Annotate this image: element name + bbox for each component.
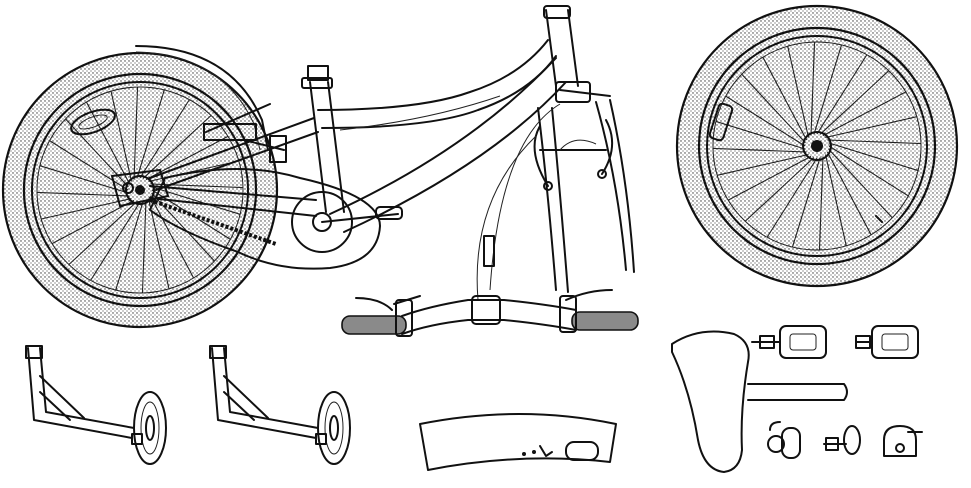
pedal-left [751, 325, 827, 359]
spoke [828, 148, 893, 219]
spoke [147, 198, 170, 289]
spoke [85, 101, 131, 185]
spoke [110, 91, 133, 182]
spoke [824, 154, 847, 246]
saddle [671, 330, 848, 473]
spoke [41, 197, 132, 220]
spoke [142, 115, 212, 179]
spoke [37, 191, 130, 197]
spoke [816, 54, 868, 135]
spoke [762, 56, 808, 141]
spoke [810, 42, 816, 136]
rear-brake [203, 103, 287, 163]
spoke [90, 201, 141, 281]
spoke [68, 201, 138, 265]
spoke [741, 73, 806, 144]
spoke [827, 139, 921, 145]
spoke [828, 145, 909, 197]
spoke [813, 44, 843, 135]
handlebar [341, 289, 639, 337]
spoke [713, 147, 807, 153]
spoke [717, 153, 809, 176]
pedal-right [855, 325, 919, 359]
spoke [744, 157, 815, 222]
reflector-bolt-1 [767, 421, 801, 459]
bell [883, 425, 923, 457]
rear-fender [135, 45, 269, 151]
spoke [787, 46, 810, 138]
left-grip [341, 315, 407, 335]
spoke [826, 151, 872, 236]
reflector-bolt-2 [823, 425, 861, 455]
spoke [49, 140, 129, 191]
spoke [51, 199, 135, 245]
spoke [725, 95, 806, 147]
spoke [136, 89, 165, 179]
spoke [133, 87, 139, 180]
spoke [149, 195, 195, 279]
spoke [818, 156, 824, 250]
frame-tubes [149, 5, 579, 233]
chainguard [149, 168, 403, 270]
spoke [828, 142, 919, 172]
front-fender [419, 413, 617, 471]
spoke [150, 183, 243, 189]
spoke [151, 189, 231, 240]
spoke [766, 157, 818, 238]
front-wheel [675, 4, 959, 288]
spoke [145, 135, 229, 181]
rear-dropout [111, 169, 169, 207]
spoke [39, 165, 129, 194]
spoke [822, 91, 907, 137]
front-fork [476, 81, 635, 301]
spoke [115, 201, 144, 291]
spoke [819, 70, 890, 135]
rear-wheel-icon [1, 51, 279, 329]
spoke [148, 160, 239, 183]
right-grip [571, 311, 639, 331]
spoke [141, 200, 147, 293]
spoke [791, 157, 821, 248]
training-wheel-right [209, 345, 351, 465]
spoke [139, 99, 190, 179]
spoke [715, 120, 806, 150]
bike-frame [1, 5, 579, 329]
spoke [727, 155, 812, 201]
training-wheel-left [25, 345, 167, 465]
spoke [825, 116, 917, 139]
